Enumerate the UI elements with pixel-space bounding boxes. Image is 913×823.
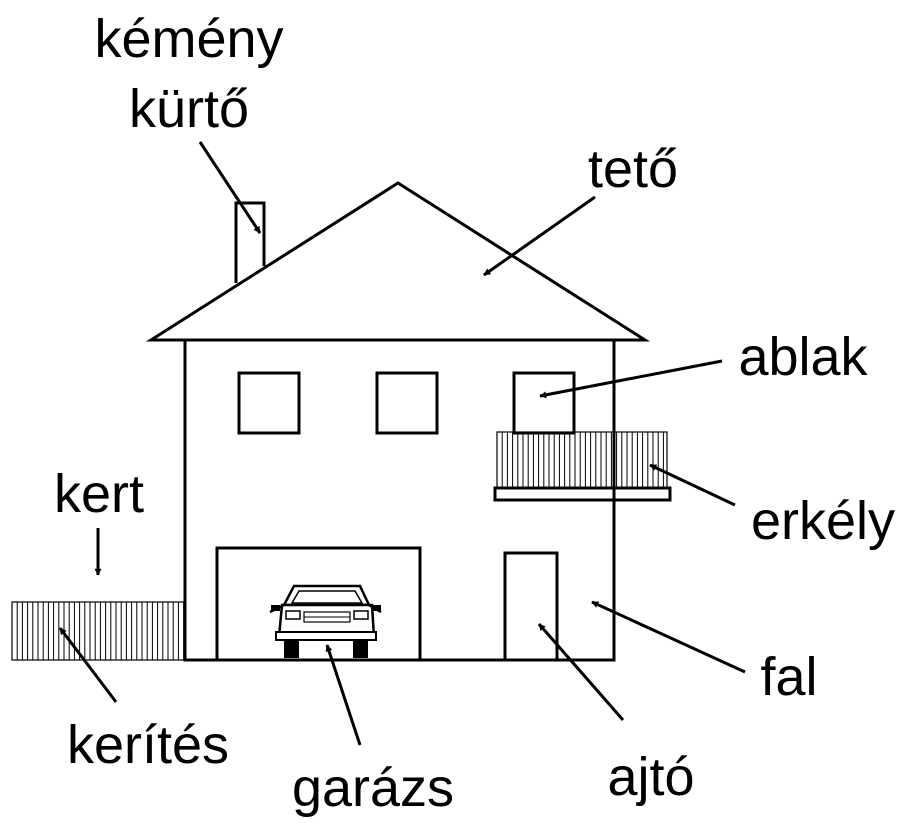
label-wall: fal: [760, 647, 817, 707]
chimney: [234, 201, 266, 283]
label-fence: kerítés: [67, 715, 229, 775]
fence-slats: [16, 602, 185, 660]
balcony: [493, 431, 672, 502]
wall-pointer-arrow: [591, 600, 746, 674]
door: [503, 551, 559, 662]
balcony-floor: [493, 486, 672, 502]
label-door: ajtó: [607, 747, 694, 807]
balcony-slats: [501, 432, 664, 488]
window-pointer-arrow: [539, 359, 723, 399]
label-balcony: erkély: [751, 491, 895, 551]
door-pointer-arrow: [537, 623, 625, 721]
label-chimney-line1: kémény: [94, 9, 283, 69]
garage-pointer-arrow: [325, 644, 362, 746]
garage-opening: [215, 546, 422, 662]
fence-pointer-arrow: [58, 627, 118, 703]
balcony-pointer-arrow: [649, 463, 736, 507]
fence: [11, 601, 186, 661]
label-garden: kert: [54, 464, 144, 524]
label-roof: tető: [588, 139, 678, 199]
label-garage: garázs: [292, 758, 454, 818]
window-middle: [375, 371, 439, 435]
roof-pointer-arrow: [483, 195, 596, 277]
fence-outline: [11, 601, 186, 661]
window-right: [512, 371, 576, 435]
window-left: [237, 371, 301, 435]
chimney-pointer-arrow: [198, 141, 262, 234]
label-chimney-line2: kürtő: [129, 79, 249, 139]
label-window: ablak: [738, 327, 868, 387]
car-icon: [269, 584, 382, 658]
roof: [145, 181, 651, 342]
